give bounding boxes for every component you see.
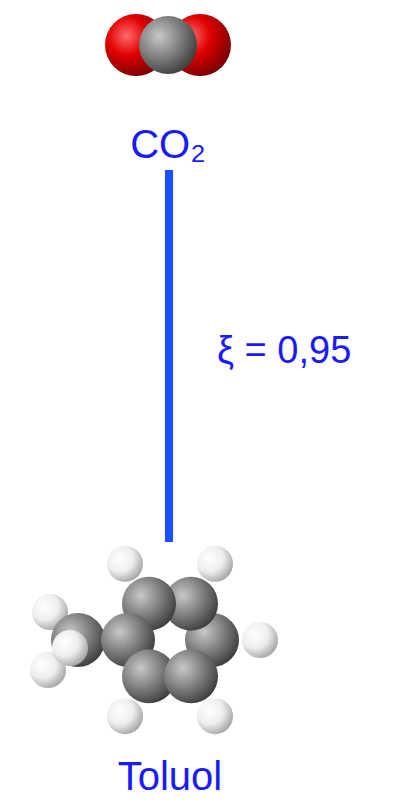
molecule-name: Toluol <box>105 754 235 798</box>
co2-model <box>105 14 231 76</box>
molecule-name: CO₂ <box>103 122 233 166</box>
molecule-node: CO₂ <box>103 0 233 166</box>
toluene-model <box>30 546 278 734</box>
molecule-node: Toluol <box>105 542 235 798</box>
edge-label: ξ = 0,95 <box>215 330 353 372</box>
connector-line <box>165 170 173 542</box>
